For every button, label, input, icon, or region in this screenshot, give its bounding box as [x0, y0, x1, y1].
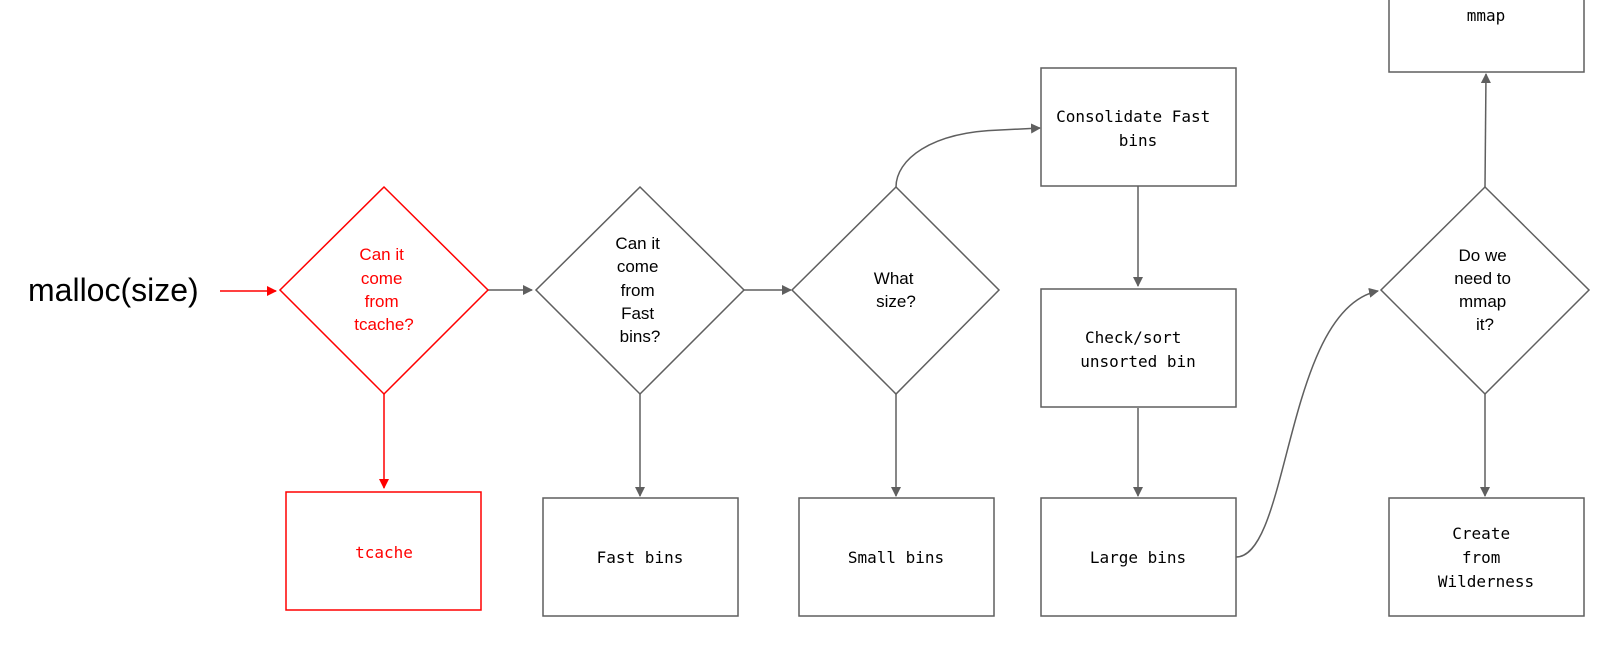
box-check-sort-label: Check/sort unsorted bin: [1080, 328, 1196, 371]
box-tcache: tcache: [285, 491, 482, 611]
decision-fastbin-check-label: Can it come from Fast bins?: [615, 234, 664, 346]
arrow-size-check-to-consolidate: [895, 123, 1041, 188]
box-wilderness: Create from Wilderness: [1388, 497, 1585, 617]
decision-size-check: What size?: [790, 185, 1001, 396]
decision-mmap-check-label: Do we need to mmap it?: [1454, 246, 1515, 334]
connectors: [220, 73, 1491, 558]
box-large-bins: Large bins: [1040, 497, 1237, 617]
decision-tcache-check: Can it come from tcache?: [278, 185, 490, 396]
decision-size-check-label: What size?: [874, 269, 918, 311]
box-check-sort: Check/sort unsorted bin: [1040, 288, 1237, 408]
box-mmap: mmap: [1388, 0, 1585, 73]
box-tcache-label: tcache: [355, 543, 413, 562]
box-small-bins-label: Small bins: [848, 548, 944, 567]
entry-label: malloc(size): [28, 272, 199, 308]
box-large-bins-label: Large bins: [1090, 548, 1186, 567]
decision-fastbin-check: Can it come from Fast bins?: [534, 185, 746, 396]
arrow-large-bins-to-mmap-check: [1235, 287, 1379, 558]
box-consolidate-label: Consolidate Fast bins: [1056, 107, 1220, 150]
box-mmap-label: mmap: [1467, 6, 1506, 25]
box-fast-bins: Fast bins: [542, 497, 739, 617]
box-fast-bins-label: Fast bins: [597, 548, 684, 567]
arrow-mmap-check-to-mmap: [1480, 73, 1491, 188]
decision-mmap-check: Do we need to mmap it?: [1379, 185, 1591, 396]
box-consolidate: Consolidate Fast bins: [1040, 67, 1237, 187]
decision-tcache-check-label: Can it come from tcache?: [354, 245, 414, 334]
box-wilderness-label: Create from Wilderness: [1438, 524, 1534, 591]
box-small-bins: Small bins: [798, 497, 995, 617]
